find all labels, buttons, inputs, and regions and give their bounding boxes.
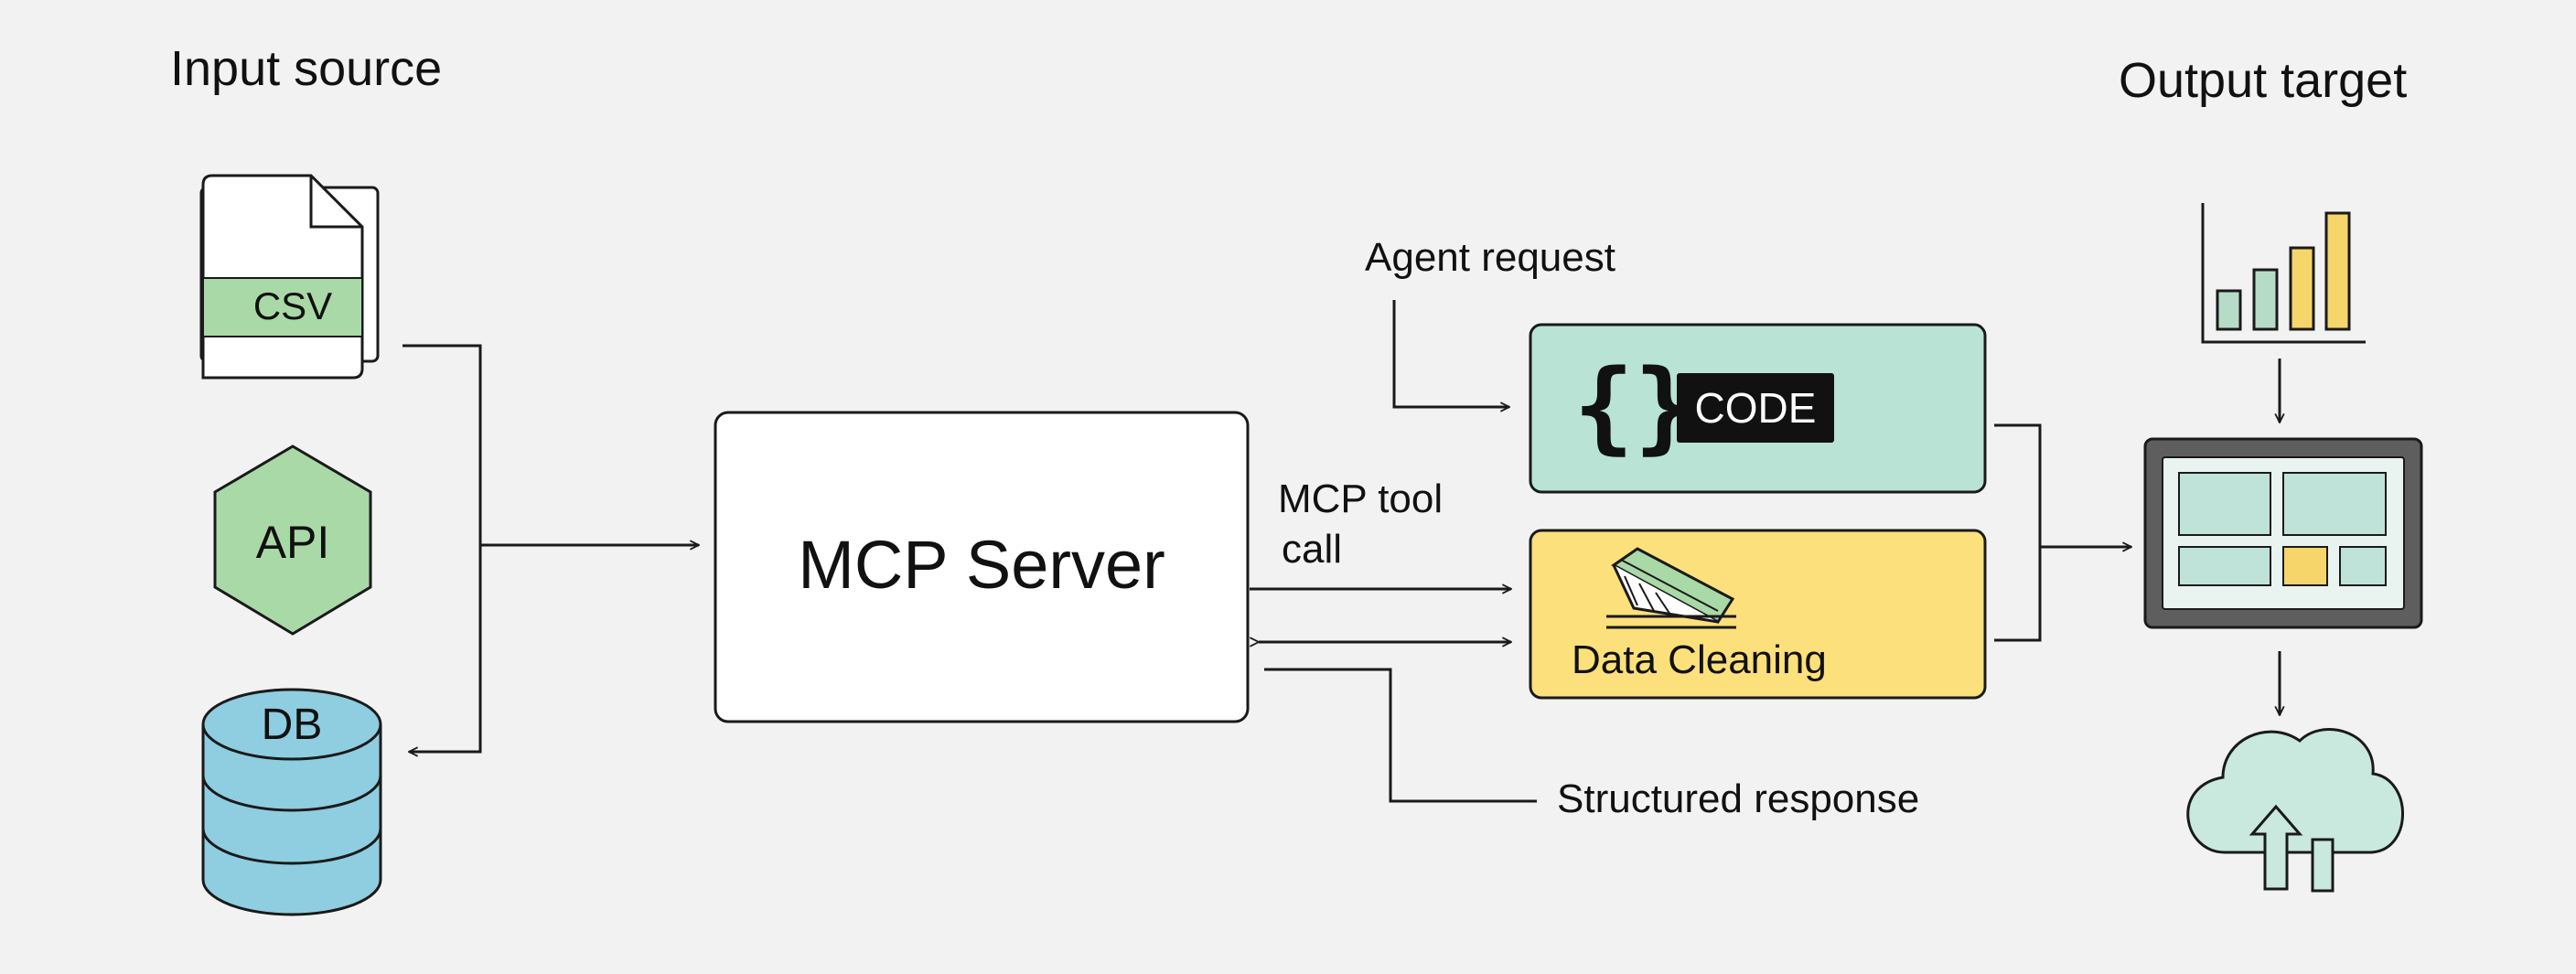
structured-response-label: Structured response	[1557, 776, 1919, 821]
agent-request-label: Agent request	[1365, 235, 1615, 280]
code-tool-panel: {} CODE	[1529, 323, 1987, 494]
csv-connector	[402, 344, 482, 752]
api-hexagon-icon: API	[213, 444, 372, 636]
database-icon: DB	[201, 688, 382, 916]
tools-merge-bracket	[1994, 423, 2042, 642]
output-target-heading: Output target	[2119, 53, 2407, 108]
csv-file-icon: CSV	[199, 174, 380, 380]
bar-chart-icon	[2201, 203, 2366, 344]
mcp-server-label: MCP Server	[798, 527, 1165, 603]
agent-request-arrow	[1392, 300, 1509, 407]
data-cleaning-panel: Data Cleaning	[1529, 529, 1987, 700]
mcp-server-box: MCP Server	[714, 411, 1250, 723]
code-label: CODE	[1695, 384, 1817, 432]
csv-label: CSV	[253, 284, 332, 327]
brush-icon	[1606, 547, 1736, 629]
data-cleaning-label: Data Cleaning	[1572, 637, 1827, 682]
dashboard-icon	[2143, 437, 2423, 629]
tool-call-label-line1: MCP tool	[1278, 476, 1443, 521]
input-source-heading: Input source	[170, 41, 442, 96]
cloud-upload-icon	[2186, 728, 2404, 893]
braces-icon: {}	[1573, 348, 1694, 465]
api-label: API	[256, 517, 330, 568]
structured-response-line	[1264, 668, 1537, 803]
db-label: DB	[262, 701, 323, 749]
tool-call-label-line2: call	[1282, 527, 1342, 572]
